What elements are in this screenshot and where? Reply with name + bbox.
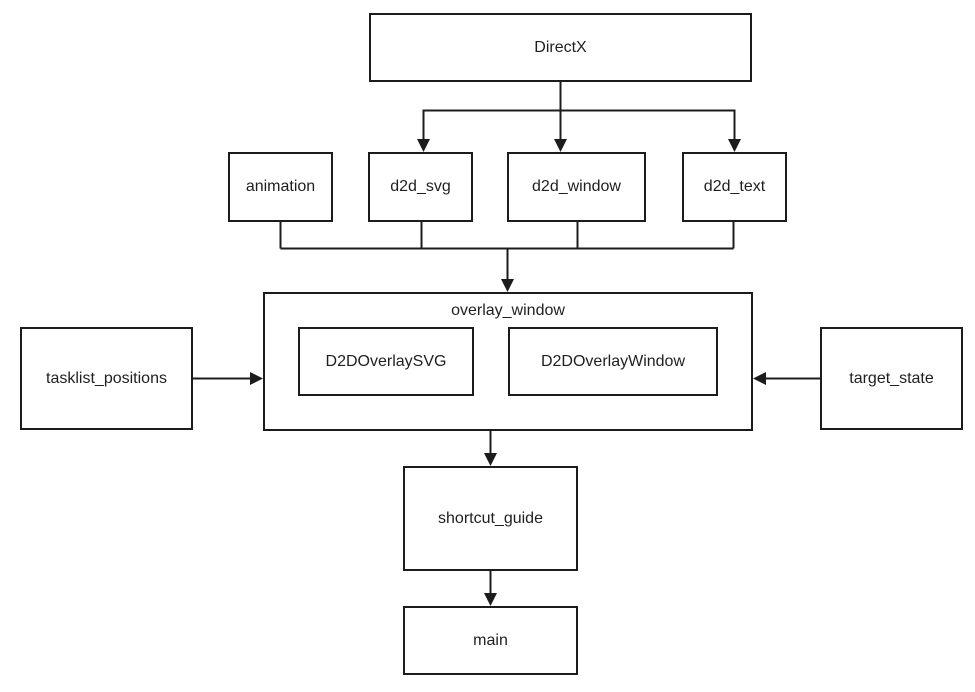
node-animation: animation [228, 152, 333, 222]
node-target-state: target_state [820, 327, 963, 430]
connector-line [422, 80, 736, 140]
node-d2d-svg: d2d_svg [368, 152, 473, 222]
edge-tasklist-to-overlay [192, 372, 263, 385]
connector-line [279, 220, 735, 280]
edge-row2-merge-to-overlay [279, 220, 735, 292]
arrowhead [250, 372, 263, 385]
arrowhead [417, 139, 430, 152]
node-overlay-window: overlay_window D2DOverlaySVG D2DOverlayW… [263, 292, 753, 431]
node-tasklist-positions: tasklist_positions [20, 327, 193, 430]
node-d2d-overlay-svg: D2DOverlaySVG [298, 327, 474, 396]
arrowhead [484, 593, 497, 606]
node-directx: DirectX [369, 13, 752, 82]
node-overlay-window-label: overlay_window [451, 302, 565, 319]
node-d2d-overlay-window: D2DOverlayWindow [508, 327, 718, 396]
arrowhead [554, 139, 567, 152]
edge-shortcut-guide-to-main [484, 569, 497, 606]
arrowhead [728, 139, 741, 152]
arrowhead [753, 372, 766, 385]
node-d2d-window: d2d_window [507, 152, 646, 222]
edge-overlay-to-shortcut-guide [484, 429, 497, 466]
arrowhead [501, 279, 514, 292]
node-main: main [403, 606, 578, 675]
edge-target-state-to-overlay [753, 372, 821, 385]
node-d2d-text: d2d_text [682, 152, 787, 222]
edge-directx-fanout [417, 80, 741, 152]
arrowhead [484, 453, 497, 466]
node-shortcut-guide: shortcut_guide [403, 466, 578, 571]
